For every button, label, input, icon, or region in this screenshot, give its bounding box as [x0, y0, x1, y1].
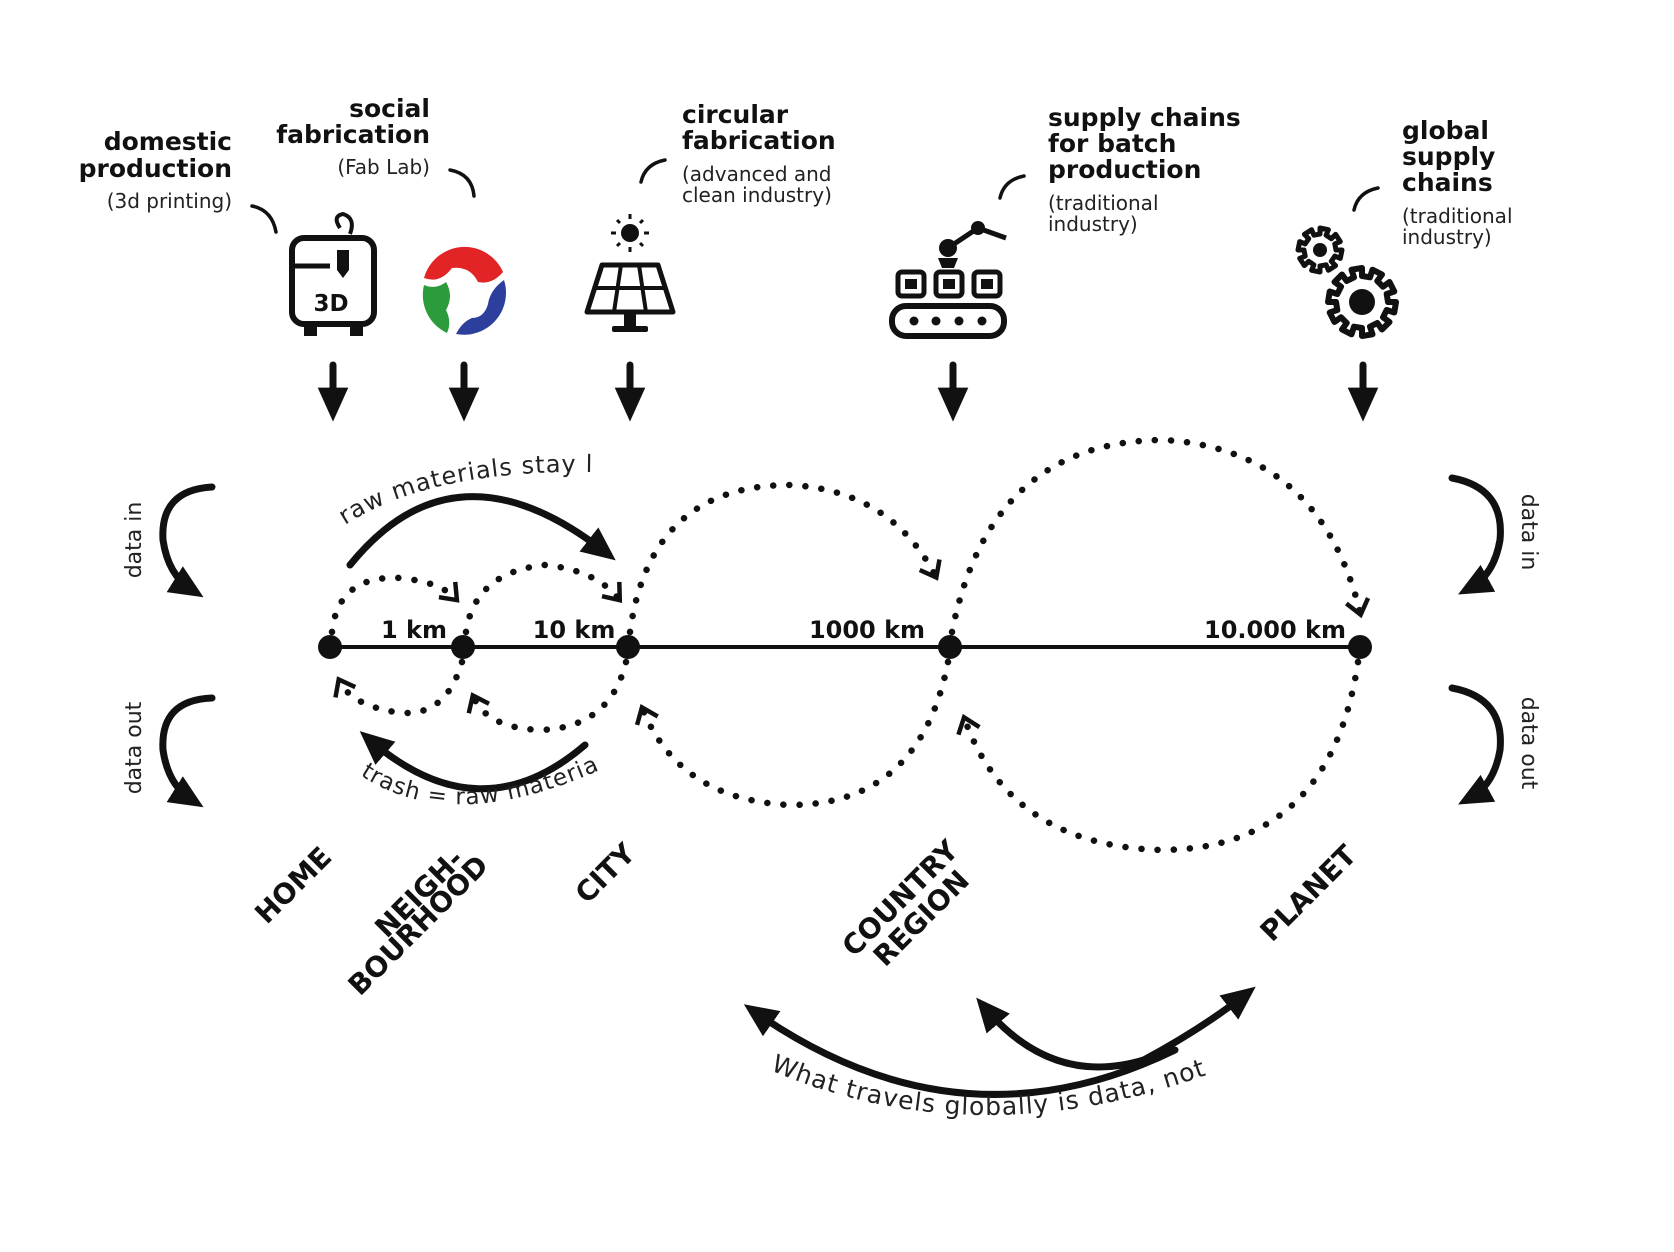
svg-text:data out: data out	[1516, 697, 1541, 790]
label-domestic-production: domestic production (3d printing)	[79, 127, 232, 213]
label-circular-fabrication: circular fabrication (advanced and clean…	[682, 100, 836, 207]
svg-text:fabrication: fabrication	[276, 120, 430, 149]
svg-text:social: social	[349, 94, 430, 123]
svg-text:production: production	[1048, 155, 1201, 184]
data-in-left: data in	[122, 483, 216, 598]
distance-10000km: 10.000 km	[1204, 616, 1346, 644]
assembly-line-icon	[889, 221, 1007, 339]
svg-text:production: production	[79, 154, 232, 183]
svg-text:(Fab Lab): (Fab Lab)	[337, 155, 430, 179]
fab-lab-logo-icon	[421, 246, 507, 335]
label-global-supply-chains: global supply chains (traditional indust…	[1402, 116, 1513, 249]
svg-text:(3d printing): (3d printing)	[107, 189, 232, 213]
place-planet: PLANET	[1254, 839, 1363, 948]
svg-text:circular: circular	[682, 100, 789, 129]
solar-panel-icon	[584, 214, 676, 332]
svg-text:(advanced and: (advanced and	[682, 162, 832, 186]
svg-text:domestic: domestic	[104, 127, 232, 156]
dotted-loops-upper	[328, 436, 1371, 636]
gear-icon	[1325, 265, 1399, 339]
gears-icon	[1295, 225, 1399, 339]
place-labels: HOME NEIGH- BOURHOOD CITY COUNTRY REGION…	[248, 833, 1363, 1002]
svg-text:fabrication: fabrication	[682, 126, 836, 155]
svg-text:supply: supply	[1402, 142, 1495, 171]
node-country	[938, 635, 962, 659]
gear-hub	[1313, 243, 1327, 257]
svg-text:industry): industry)	[1048, 212, 1138, 236]
svg-text:chains: chains	[1402, 168, 1493, 197]
distance-10km: 10 km	[533, 616, 616, 644]
data-out-right: data out	[1448, 684, 1541, 805]
data-out-left: data out	[122, 694, 216, 808]
svg-text:(traditional: (traditional	[1048, 191, 1159, 215]
node-neighbourhood	[451, 635, 475, 659]
svg-text:supply chains: supply chains	[1048, 103, 1241, 132]
node-home	[318, 635, 342, 659]
leader-hooks	[250, 158, 1380, 234]
place-home: HOME	[248, 840, 338, 930]
3d-printer-icon: 3D	[289, 211, 377, 336]
svg-text:industry): industry)	[1402, 225, 1492, 249]
distance-axis: 1 km 10 km 1000 km 10.000 km	[318, 616, 1372, 659]
svg-text:3D: 3D	[313, 291, 348, 317]
down-arrows	[317, 361, 1379, 422]
gear-hub	[1349, 289, 1375, 315]
node-city	[616, 635, 640, 659]
label-social-fabrication: social fabrication (Fab Lab)	[276, 94, 430, 179]
distance-1km: 1 km	[381, 616, 447, 644]
gear-icon	[1295, 225, 1345, 275]
place-city: CITY	[569, 836, 643, 910]
svg-text:data in: data in	[1516, 494, 1541, 571]
svg-text:data out: data out	[122, 701, 147, 794]
svg-text:data in: data in	[122, 502, 147, 579]
svg-text:clean industry): clean industry)	[682, 183, 832, 207]
node-planet	[1348, 635, 1372, 659]
svg-text:for batch: for batch	[1048, 129, 1176, 158]
svg-text:(traditional: (traditional	[1402, 204, 1513, 228]
svg-text:global: global	[1402, 116, 1489, 145]
dotted-loops-lower	[333, 658, 1362, 854]
label-supply-chains-batch: supply chains for batch production (trad…	[1048, 103, 1241, 236]
raw-materials-arrow: raw materials stay local	[0, 0, 616, 569]
data-in-right: data in	[1448, 474, 1541, 595]
distance-1000km: 1000 km	[809, 616, 925, 644]
